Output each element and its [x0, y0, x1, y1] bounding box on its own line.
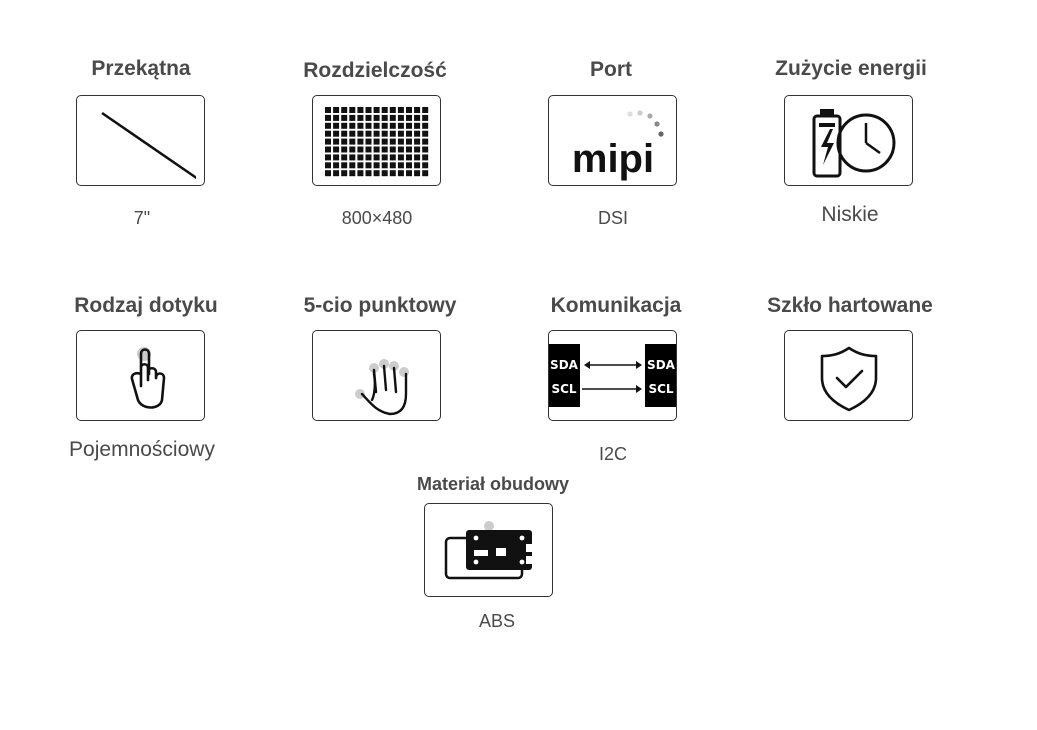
case-board-icon — [434, 508, 544, 592]
feature-value-rozdzielczosc: 800×480 — [341, 208, 413, 228]
i2c-pin-sda-left: SDA — [550, 358, 579, 372]
feature-title-material-obudowy: Materiał obudowy — [416, 474, 569, 494]
feature-card-5-cio-punktowy — [312, 330, 441, 421]
feature-value-material-obudowy: ABS — [478, 611, 516, 631]
feature-value-komunikacja: I2C — [598, 444, 627, 464]
mipi-logo-icon: mipi — [558, 99, 668, 183]
feature-title-zuzycie-energii: Zużycie energii — [775, 57, 927, 80]
i2c-bus-icon: SDA SCL SDA SCL — [549, 331, 676, 420]
feature-title-rozdzielczosc: Rozdzielczość — [303, 59, 447, 82]
touch-finger-icon — [86, 334, 196, 418]
shield-check-icon — [794, 334, 904, 418]
feature-title-port: Port — [590, 58, 632, 81]
mipi-logo-text: mipi — [571, 137, 653, 181]
feature-value-port: DSI — [597, 208, 628, 228]
feature-card-przekatna — [76, 95, 205, 186]
i2c-pin-scl-right: SCL — [648, 382, 673, 396]
pixel-grid-icon — [321, 101, 433, 181]
feature-card-rozdzielczosc — [312, 95, 441, 186]
multi-touch-hand-icon — [322, 334, 432, 418]
feature-value-zuzycie-energii: Niskie — [821, 203, 879, 226]
feature-title-szklo-hartowane: Szkło hartowane — [767, 294, 933, 317]
feature-card-material-obudowy — [424, 503, 553, 597]
feature-card-port: mipi — [548, 95, 677, 186]
feature-value-przekatna: 7" — [133, 208, 151, 228]
feature-title-rodzaj-dotyku: Rodzaj dotyku — [74, 294, 218, 317]
feature-title-5-cio-punktowy: 5-cio punktowy — [303, 294, 457, 317]
i2c-pin-sda-right: SDA — [647, 358, 676, 372]
battery-clock-icon — [794, 99, 904, 183]
feature-card-zuzycie-energii — [784, 95, 913, 186]
feature-card-rodzaj-dotyku — [76, 330, 205, 421]
feature-title-komunikacja: Komunikacja — [550, 294, 682, 317]
feature-card-szklo-hartowane — [784, 330, 913, 421]
feature-value-rodzaj-dotyku: Pojemnościowy — [69, 438, 215, 461]
diagonal-line-icon — [86, 101, 196, 181]
i2c-pin-scl-left: SCL — [551, 382, 576, 396]
feature-title-przekatna: Przekątna — [91, 57, 191, 80]
feature-card-komunikacja: SDA SCL SDA SCL — [548, 330, 677, 421]
